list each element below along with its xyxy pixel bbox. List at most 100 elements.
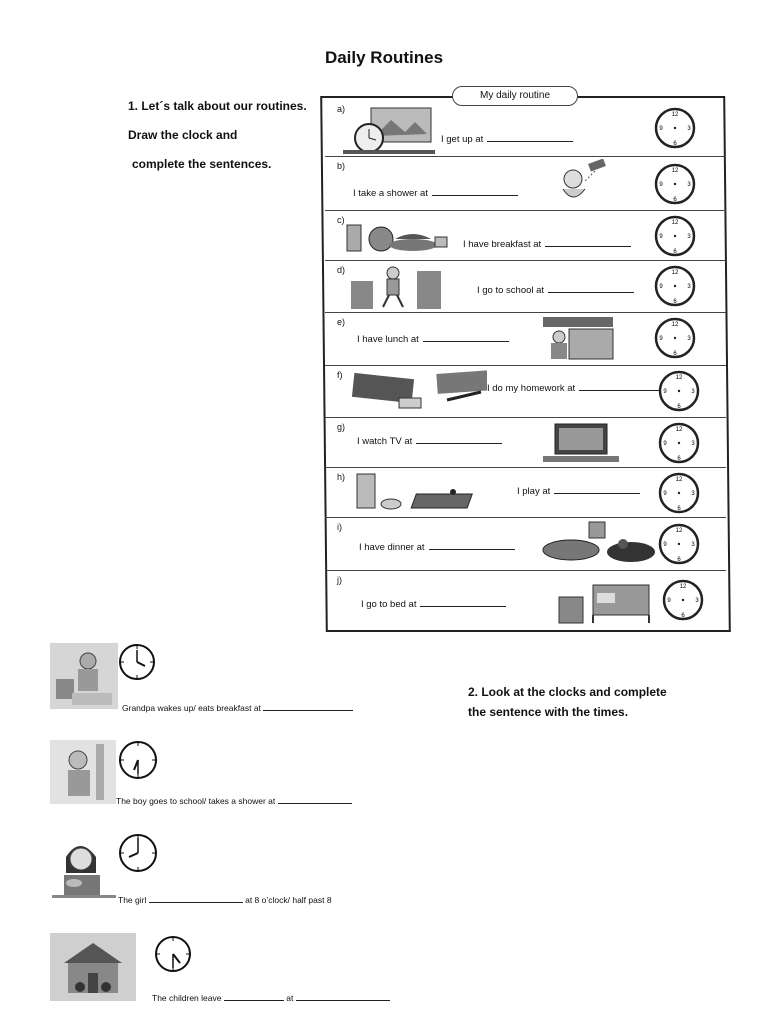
svg-text:6: 6 bbox=[681, 613, 685, 619]
answer-blank[interactable] bbox=[545, 239, 632, 247]
answer-blank[interactable] bbox=[422, 334, 509, 342]
answer-blank[interactable] bbox=[263, 703, 354, 711]
svg-text:12: 12 bbox=[672, 112, 679, 118]
svg-text:9: 9 bbox=[663, 389, 667, 395]
homework-books-picture bbox=[347, 368, 487, 414]
svg-text:3: 3 bbox=[691, 441, 695, 447]
clock-icon bbox=[154, 935, 192, 973]
shower-boy-picture bbox=[545, 159, 615, 209]
routine-sentence: I watch TV at bbox=[357, 436, 503, 447]
svg-text:3: 3 bbox=[687, 284, 691, 290]
row-letter: b) bbox=[337, 161, 346, 171]
lunch-picture bbox=[539, 315, 619, 363]
example-sentence: The boy goes to school/ takes a shower a… bbox=[116, 796, 352, 806]
svg-text:6: 6 bbox=[677, 404, 681, 410]
row-letter: h) bbox=[337, 472, 346, 482]
svg-text:3: 3 bbox=[691, 491, 695, 497]
answer-blank[interactable] bbox=[223, 993, 284, 1001]
row-letter: d) bbox=[337, 265, 346, 275]
routine-sheet-title: My daily routine bbox=[452, 86, 578, 106]
svg-text:12: 12 bbox=[672, 168, 679, 174]
svg-text:9: 9 bbox=[659, 336, 663, 342]
svg-text:6: 6 bbox=[677, 456, 681, 462]
clock-icon bbox=[118, 740, 158, 780]
row-letter: f) bbox=[337, 370, 343, 380]
answer-blank[interactable] bbox=[487, 134, 574, 142]
example-sentence: The girl at 8 o’clock/ half past 8 bbox=[118, 895, 332, 905]
clock-icon bbox=[118, 643, 156, 681]
row-letter: j) bbox=[337, 575, 342, 585]
example-boy: The boy goes to school/ takes a shower a… bbox=[50, 740, 380, 810]
svg-text:12: 12 bbox=[672, 220, 679, 226]
svg-text:9: 9 bbox=[659, 182, 663, 188]
answer-blank[interactable] bbox=[295, 993, 390, 1001]
svg-text:12: 12 bbox=[672, 322, 679, 328]
svg-text:9: 9 bbox=[659, 284, 663, 290]
example-grandpa: Grandpa wakes up/ eats breakfast at bbox=[50, 643, 380, 715]
svg-text:9: 9 bbox=[663, 441, 667, 447]
instruction-line: Draw the clock and bbox=[128, 128, 238, 142]
routine-sentence: I have dinner at bbox=[359, 542, 515, 553]
svg-text:12: 12 bbox=[676, 528, 683, 534]
bed-picture bbox=[557, 575, 657, 625]
grandpa-picture bbox=[50, 643, 118, 709]
svg-text:3: 3 bbox=[687, 336, 691, 342]
page-title: Daily Routines bbox=[324, 48, 444, 67]
instruction-line: complete the sentences. bbox=[132, 157, 272, 171]
row-letter: i) bbox=[337, 522, 342, 532]
svg-text:12: 12 bbox=[672, 270, 679, 276]
routine-sentence: I go to bed at bbox=[361, 599, 507, 610]
instruction-line: the sentence with the times. bbox=[468, 705, 629, 719]
routine-row-j: j) I go to bed at 12 3 6 9 bbox=[325, 571, 726, 629]
school-children-picture bbox=[50, 933, 136, 1001]
example-girl: The girl at 8 o’clock/ half past 8 bbox=[50, 833, 380, 905]
answer-blank[interactable] bbox=[431, 188, 518, 196]
routine-sentence: I do my homework at bbox=[487, 383, 666, 394]
instruction-line: 2. Look at the clocks and complete bbox=[468, 685, 667, 699]
svg-text:9: 9 bbox=[663, 491, 667, 497]
answer-blank[interactable] bbox=[579, 383, 666, 391]
svg-text:12: 12 bbox=[676, 375, 683, 381]
clock-icon[interactable]: 12 3 6 9 bbox=[654, 265, 696, 307]
routine-sentence: I take a shower at bbox=[353, 188, 518, 199]
svg-text:12: 12 bbox=[680, 584, 687, 590]
go-to-school-picture bbox=[347, 263, 447, 311]
answer-blank[interactable] bbox=[416, 436, 503, 444]
svg-text:6: 6 bbox=[677, 506, 681, 512]
boy-picture bbox=[50, 740, 116, 804]
section2-instructions: 2. Look at the clocks and complete the s… bbox=[468, 682, 688, 722]
svg-text:6: 6 bbox=[673, 249, 677, 255]
answer-blank[interactable] bbox=[428, 542, 515, 550]
girl-picture bbox=[50, 833, 118, 901]
svg-text:9: 9 bbox=[667, 598, 671, 604]
answer-blank[interactable] bbox=[148, 895, 243, 903]
svg-text:3: 3 bbox=[695, 598, 699, 604]
answer-blank[interactable] bbox=[548, 285, 635, 293]
routine-sentence: I have lunch at bbox=[357, 334, 509, 345]
breakfast-picture bbox=[343, 215, 453, 257]
routine-sentence: I play at bbox=[517, 486, 641, 497]
answer-blank[interactable] bbox=[420, 599, 507, 607]
example-sentence: Grandpa wakes up/ eats breakfast at bbox=[122, 703, 354, 713]
answer-blank[interactable] bbox=[554, 486, 641, 494]
clock-icon[interactable]: 12 3 6 9 bbox=[662, 579, 704, 621]
svg-text:6: 6 bbox=[673, 141, 677, 147]
instruction-line: 1. Let´s talk about our routines. bbox=[128, 99, 307, 113]
answer-blank[interactable] bbox=[277, 796, 352, 804]
svg-text:6: 6 bbox=[673, 299, 677, 305]
